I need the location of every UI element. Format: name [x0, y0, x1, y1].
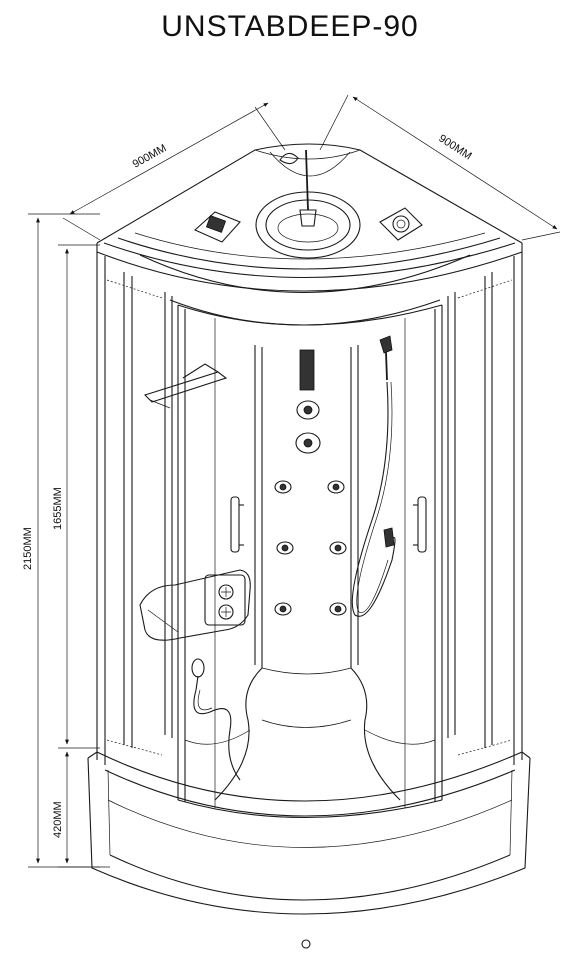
towel-shelf [143, 363, 228, 409]
door-handles [230, 496, 427, 553]
left-door-handle [230, 496, 240, 553]
width-right-label: 900MM [436, 132, 473, 162]
massage-jet-icon [329, 602, 347, 616]
dimension-tray-height: 420MM [52, 751, 100, 868]
width-left-label: 900MM [131, 142, 169, 170]
hand-shower-left [191, 658, 241, 781]
sliding-doors [177, 304, 443, 818]
massage-jet-icon [329, 541, 347, 555]
dimension-width-right: 900MM [319, 94, 561, 241]
massage-jet-icon [327, 480, 345, 494]
rear-wall-column [254, 345, 359, 675]
diagram-title: UNSTABDEEP-90 [161, 10, 419, 43]
left-side-panel [96, 252, 173, 765]
mixer-knob [295, 432, 321, 454]
hand-shower-icon [379, 335, 393, 381]
cabin-height-label: 1655MM [52, 487, 64, 530]
massage-jet-icon [274, 480, 292, 494]
dimension-width-left: 900MM [62, 102, 286, 241]
massage-jet-icon [274, 602, 292, 616]
massage-jet-icon [276, 541, 294, 555]
dimension-cabin-height: 1655MM [52, 244, 100, 749]
total-height-label: 2150MM [22, 527, 34, 570]
roof-speaker-right [379, 207, 423, 241]
tray-drain-valve [301, 939, 311, 949]
roof-light-left [194, 211, 241, 243]
thermostat-knob [296, 400, 320, 420]
hand-shower-icon [191, 658, 205, 691]
control-panel [139, 569, 251, 641]
right-door-handle [417, 496, 427, 553]
tray-height-label: 420MM [52, 801, 64, 838]
control-panel-icon [204, 574, 246, 626]
overhead-shower-arm [299, 349, 315, 391]
hand-shower-right [351, 335, 396, 617]
shower-tray [87, 667, 531, 949]
right-side-panel [447, 252, 523, 765]
massage-jets [274, 480, 347, 616]
